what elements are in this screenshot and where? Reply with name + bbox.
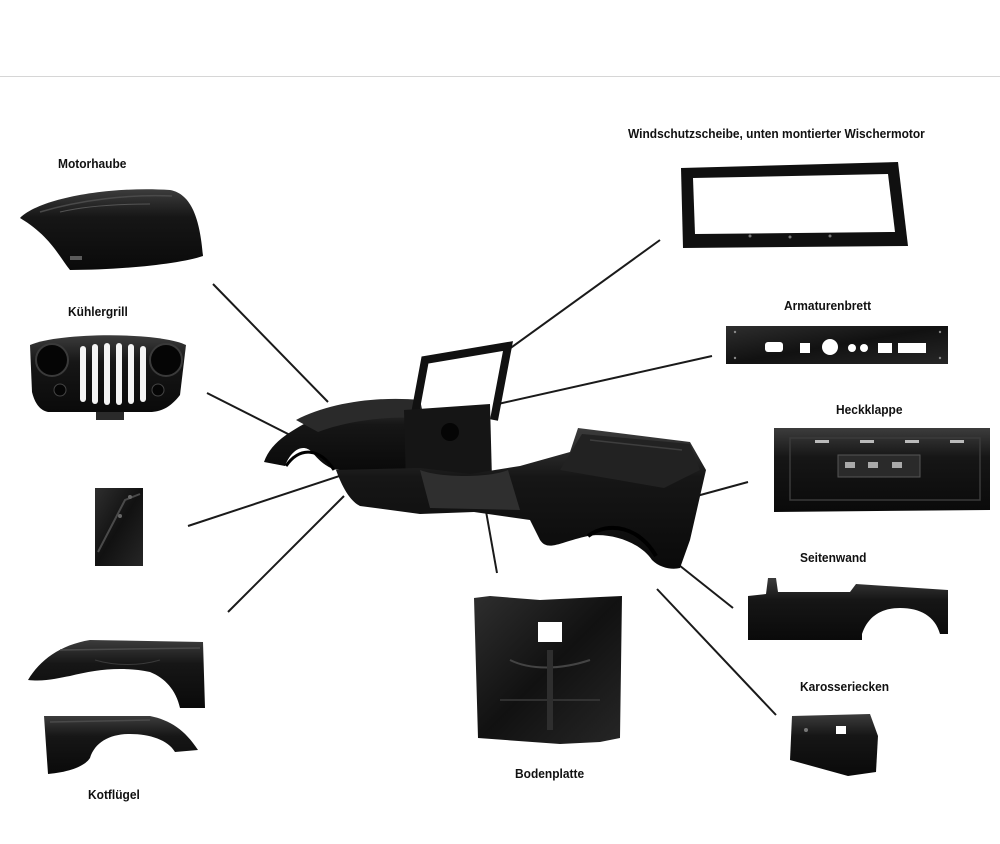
tailgate-part [774,428,990,512]
leader-armaturenbrett [497,355,713,405]
windshield-part [681,162,908,248]
cowl-panel-part [95,488,143,566]
top-divider [0,76,1000,77]
hood-part [20,189,203,270]
leader-karosseriecken [656,588,777,716]
label-heckklappe: Heckklappe [836,402,903,417]
side-panel-part [748,578,948,640]
fender-upper-part [28,640,205,708]
floor-pan-part [474,596,622,744]
label-bodenplatte: Bodenplatte [515,766,585,781]
label-windschutzscheibe: Windschutzscheibe, unten montierter Wisc… [628,126,925,141]
label-seitenwand: Seitenwand [800,550,867,565]
leader-kuehlergrill [206,392,293,437]
body-corner-part [790,714,878,776]
label-motorhaube: Motorhaube [58,156,127,171]
label-kotfluegel: Kotflügel [88,787,140,802]
fender-lower-part [44,716,198,774]
leader-motorhaube [212,283,329,403]
label-kuehlergrill: Kühlergrill [68,304,128,319]
body-tub-part [264,341,706,569]
label-karosseriecken: Karosseriecken [800,679,890,694]
leader-kotfluegel [227,495,345,613]
leader-windschutzscheibe [504,239,661,353]
label-armaturenbrett: Armaturenbrett [784,298,872,313]
grille-part [30,335,186,420]
dashboard-part [726,326,948,364]
